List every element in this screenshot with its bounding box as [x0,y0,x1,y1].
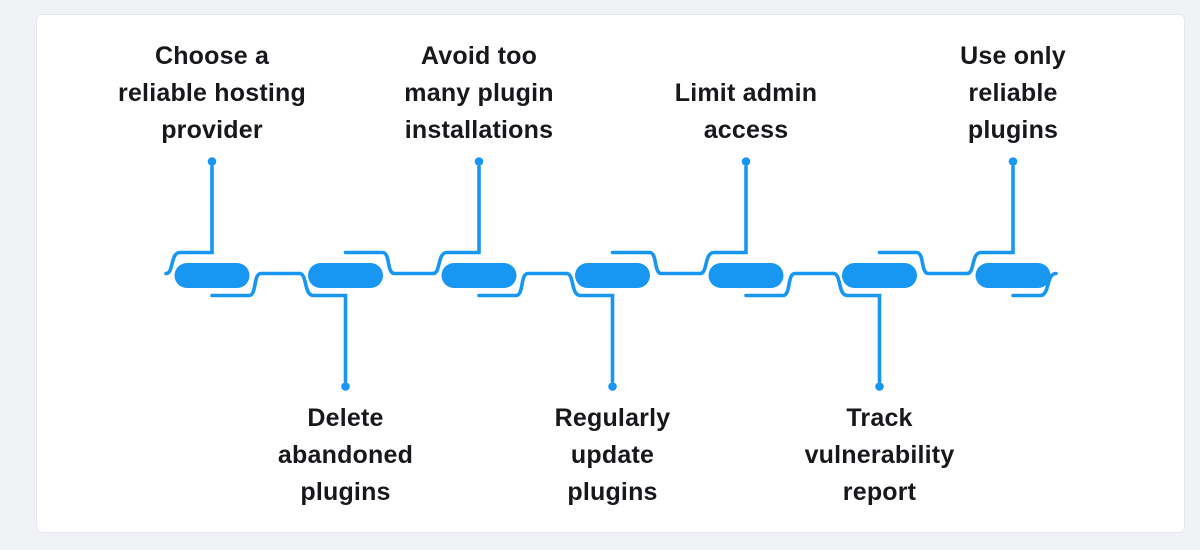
timeline-label-choose-hosting: Choose a reliable hosting provider [82,38,342,149]
connector-wires [164,165,1058,383]
connector-path [877,250,969,276]
timeline-pill-6 [842,263,917,288]
timeline-label-regularly-update: Regularly update plugins [483,400,743,511]
label-line: report [842,478,917,506]
connector-path [164,165,214,276]
label-line: update [570,441,655,469]
label-line: access [703,116,789,144]
connector-dot [341,382,350,391]
timeline-pill-7 [975,263,1051,288]
timeline-pill-4 [575,263,650,288]
timeline-pill-2 [308,263,383,288]
timeline-label-track-vulnerability: Track vulnerability report [750,400,1010,511]
label-line: many plugin [404,79,554,107]
connector-path [610,250,702,276]
connector-dot [474,157,484,166]
label-line: installations [404,116,554,144]
timeline-label-delete-abandoned: Delete abandoned plugins [216,400,476,511]
connector-path [297,271,348,383]
label-line: Track [846,404,913,432]
connector-dot [608,382,617,391]
connector-path [564,271,615,383]
connector-path [1011,271,1058,298]
label-line: Avoid too [420,42,538,70]
label-line: Limit admin [674,79,818,107]
label-line: Choose a [154,42,270,70]
label-line: reliable [968,79,1058,107]
connector-dot [875,382,884,391]
connector-dot [741,157,751,166]
label-line: reliable hosting [118,79,306,107]
label-line: provider [161,116,263,144]
connector-dot [1008,157,1018,166]
connector-path [831,271,882,383]
timeline-pill-5 [708,263,784,288]
label-line: Delete [307,404,384,432]
label-line: plugins [967,116,1059,144]
timeline-pill-1 [174,263,250,288]
connector-path [431,165,481,276]
connector-path [477,271,569,298]
timeline-label-limit-admin: Limit admin access [616,75,876,149]
label-line: plugins [567,478,658,506]
connector-path [343,250,435,276]
timeline-label-reliable-plugins: Use only reliable plugins [883,38,1143,149]
connector-path [698,165,748,276]
connector-path [210,271,302,298]
label-line: Regularly [554,404,671,432]
connector-path [744,271,836,298]
label-line: vulnerability [804,441,955,469]
label-line: Use only [960,42,1066,70]
timeline-pill-3 [441,263,517,288]
label-line: abandoned [277,441,414,469]
connector-path [965,165,1015,276]
timeline-pills [174,263,1051,288]
timeline-label-avoid-plugins: Avoid too many plugin installations [349,38,609,149]
label-line: plugins [300,478,391,506]
connector-dots [207,157,1018,391]
connector-dot [207,157,217,166]
